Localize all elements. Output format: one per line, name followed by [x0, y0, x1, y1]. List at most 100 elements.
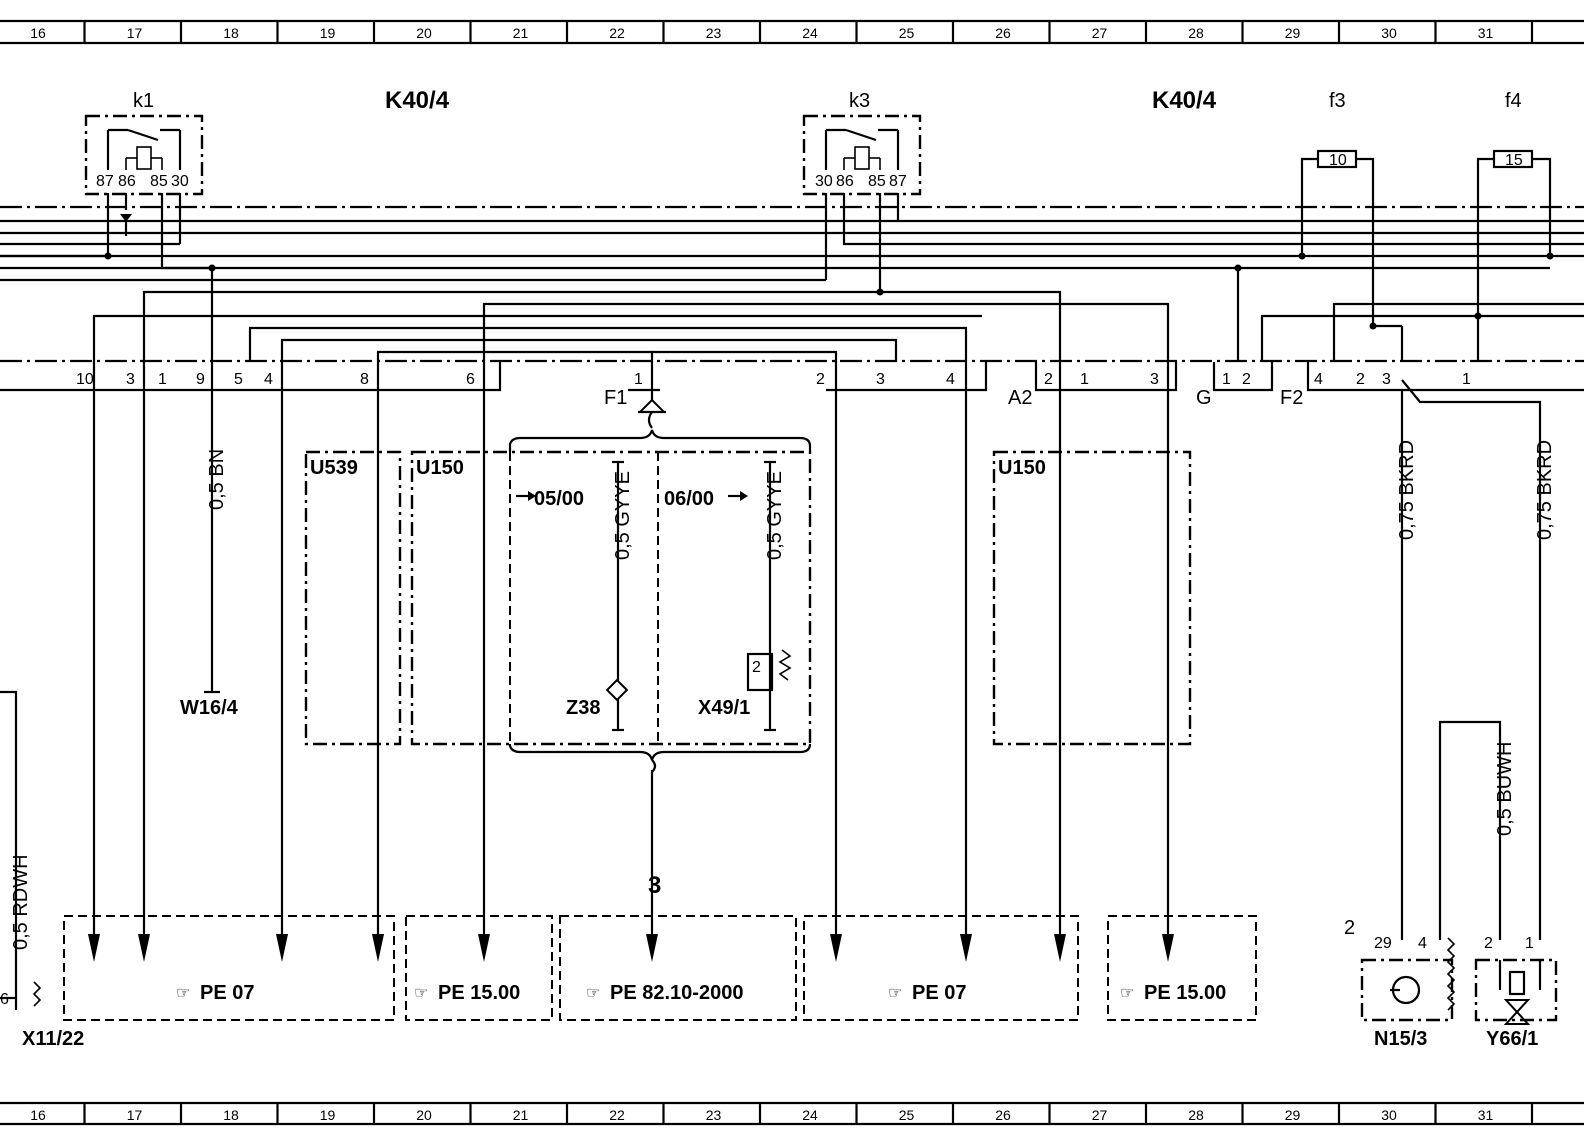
relay-k1: k1 87 86 85 30 [84, 90, 204, 196]
component-x11-22: X11/22 [22, 1028, 84, 1050]
variant-box-u150a [410, 450, 812, 746]
ruler-column-label: 24 [802, 1107, 818, 1123]
arrowhead [830, 934, 842, 962]
variant-u150b-label: U150 [998, 457, 1046, 479]
ruler-column-label: 29 [1285, 25, 1301, 41]
component-n15-3-group: 2 29 4 N15/3 [1344, 917, 1456, 1050]
k3-pin-30: 30 [815, 173, 833, 190]
ref-pe07-a[interactable]: ☞ PE 07 [176, 982, 254, 1004]
ruler-column-label: 20 [416, 25, 432, 41]
connector-f1-label: F1 [604, 387, 627, 409]
connector-pin-label: 3 [876, 371, 885, 388]
ruler-column-label: 30 [1381, 25, 1397, 41]
ruler-column-label: 21 [513, 1107, 529, 1123]
wire-label-buwh: 0,5 BUWH [1494, 742, 1516, 836]
k1-pin-86: 86 [118, 173, 136, 190]
wire-label-rdwh: 0,5 RDWH [10, 854, 32, 950]
ruler-column-label: 21 [513, 25, 529, 41]
ruler-column-label: 26 [995, 25, 1011, 41]
ruler-column-label: 31 [1478, 25, 1494, 41]
ref-box-pe82 [559, 915, 797, 1021]
variant-u150a-label: U150 [416, 457, 464, 479]
connector-pin-label: 2 [1044, 371, 1053, 388]
connector-pin-label: 10 [76, 371, 94, 388]
variant-box-u150b [992, 450, 1192, 746]
ruler-column-label: 19 [320, 25, 336, 41]
ruler-column-label: 17 [127, 1107, 143, 1123]
ruler-column-label: 28 [1188, 1107, 1204, 1123]
fuse-f4-label: f4 [1505, 90, 1522, 112]
hand-pointer-icon: ☞ [1120, 985, 1134, 1002]
ruler-column-label: 30 [1381, 1107, 1397, 1123]
ruler-column-label: 27 [1092, 1107, 1108, 1123]
connector-a2-label: A2 [1008, 387, 1032, 409]
arrowhead [478, 934, 490, 962]
variant-brace-top [508, 429, 812, 452]
k1-pin-85: 85 [150, 173, 168, 190]
f1-ground-symbol [637, 362, 667, 429]
connector-pin-label: 6 [466, 371, 475, 388]
x49-pin: 2 [752, 659, 761, 676]
relay-k1-label: k1 [133, 90, 154, 112]
ref-pe15-b[interactable]: ☞ PE 15.00 [1120, 982, 1226, 1004]
component-z38: Z38 [566, 697, 600, 719]
component-x49-1: X49/1 [698, 697, 750, 719]
ref-pe07-b[interactable]: ☞ PE 07 [888, 982, 966, 1004]
wire-label-bn: 0,5 BN [206, 449, 228, 510]
ref-box-pe07-b [803, 915, 1079, 1021]
connector-pin-label: 1 [1080, 371, 1089, 388]
arrowhead [276, 934, 288, 962]
connector-pin-label: 4 [946, 371, 955, 388]
ref-pe82-text: PE 82.10-2000 [610, 982, 743, 1004]
connector-pin-label: 1 [1462, 371, 1471, 388]
n15-pin-29: 29 [1374, 935, 1392, 952]
ref-pe07-b-text: PE 07 [912, 982, 966, 1004]
connector-pin-label: 2 [1356, 371, 1365, 388]
ruler-column-label: 23 [706, 25, 722, 41]
module-label-right: K40/4 [1152, 87, 1217, 114]
bus-count: 3 [648, 872, 661, 899]
ruler-column-label: 18 [223, 25, 239, 41]
ref-pe15-a[interactable]: ☞ PE 15.00 [414, 982, 520, 1004]
ruler-column-label: 16 [30, 1107, 46, 1123]
fuse-f3-label: f3 [1329, 90, 1346, 112]
reference-wires [0, 362, 1542, 985]
k3-pin-87: 87 [889, 173, 907, 190]
ruler-column-label: 16 [30, 25, 46, 41]
arrowhead [960, 934, 972, 962]
ruler-column-label: 24 [802, 25, 818, 41]
arrowhead [1054, 934, 1066, 962]
connector-pin-label: 1 [158, 371, 167, 388]
fuse-f3: f3 10 [1300, 90, 1375, 207]
date-before: 05/00 [534, 488, 584, 510]
wire-label-gyye-2: 0,5 GYYE [764, 471, 786, 560]
connector-pin-label: 2 [1242, 371, 1251, 388]
wire-label-bkrd-1: 0,75 BKRD [1396, 440, 1418, 540]
ruler-column-label: 28 [1188, 25, 1204, 41]
ruler-column-label: 31 [1478, 1107, 1494, 1123]
ref-box-pe15-b [1107, 915, 1257, 1021]
wire-label-bkrd-2: 0,75 BKRD [1534, 440, 1556, 540]
variant-brace-bottom [508, 743, 812, 761]
module-label-left: K40/4 [385, 87, 450, 114]
ref-pe82[interactable]: ☞ PE 82.10-2000 [586, 982, 743, 1004]
ruler-column-label: 19 [320, 1107, 336, 1123]
k3-pin-85: 85 [868, 173, 886, 190]
x11-pin: 6 [0, 991, 9, 1008]
arrowhead [138, 934, 150, 962]
ruler-column-label: 20 [416, 1107, 432, 1123]
connector-pin-label: 4 [1314, 371, 1323, 388]
component-x11-22-group: 6 X11/22 [0, 981, 84, 1050]
hand-pointer-icon: ☞ [586, 985, 600, 1002]
fuse-f3-rating: 10 [1329, 152, 1347, 169]
ruler-column-label: 22 [609, 25, 625, 41]
component-y66-1-group: 2 1 Y66/1 [1474, 935, 1558, 1050]
connector-pin-label: 4 [264, 371, 273, 388]
hand-pointer-icon: ☞ [176, 985, 190, 1002]
ruler-column-label: 23 [706, 1107, 722, 1123]
fuse-f4-rating: 15 [1505, 152, 1523, 169]
date-after: 06/00 [664, 488, 714, 510]
ruler-column-label: 25 [899, 1107, 915, 1123]
